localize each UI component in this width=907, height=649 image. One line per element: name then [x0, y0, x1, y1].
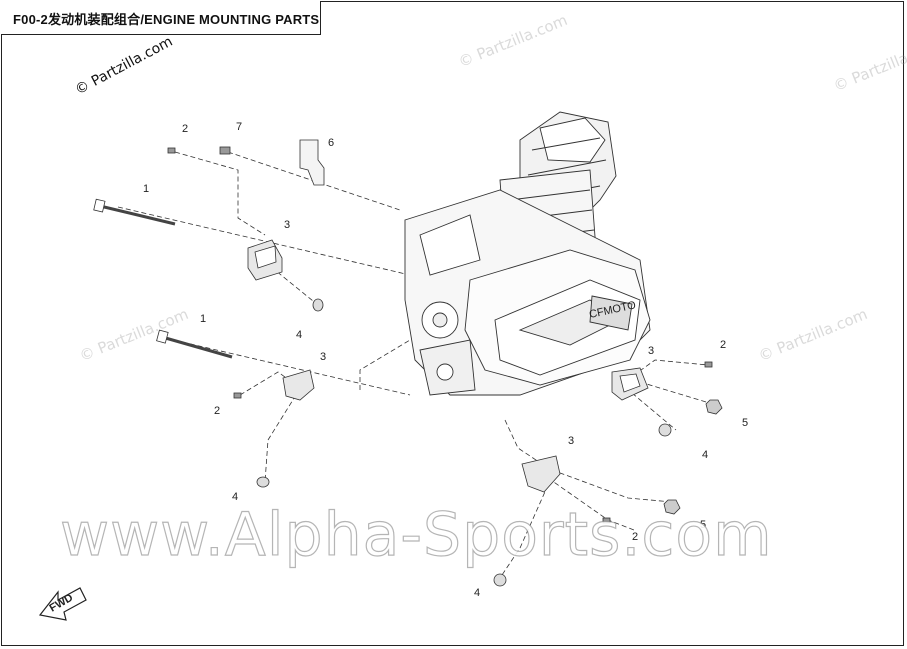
mount-3-right [611, 367, 649, 401]
callout-5-b: 5 [700, 519, 706, 531]
callout-4-a: 4 [296, 329, 302, 341]
mount-3-bottom [521, 455, 561, 493]
callout-4-b: 4 [232, 491, 238, 503]
nut-5-a [705, 399, 723, 415]
callout-2-d: 2 [632, 531, 638, 543]
fwd-arrow [38, 587, 87, 621]
diagram-title: F00-2发动机装配组合/ENGINE MOUNTING PARTS [13, 12, 320, 27]
callout-6: 6 [328, 137, 334, 149]
callout-4-c: 4 [702, 449, 708, 461]
mount-3-upper-left [247, 239, 283, 281]
washer-4-b [256, 476, 270, 488]
callout-4-d: 4 [474, 587, 480, 599]
washer-4-d [493, 573, 507, 587]
engine-assembly [404, 111, 651, 396]
watermark-alpha-sports: www.Alpha-Sports.com [59, 499, 773, 570]
bolt-1-middle [156, 329, 233, 359]
mount-3-left [282, 369, 315, 401]
screw-2-top [167, 147, 176, 154]
callout-2-c: 2 [720, 339, 726, 351]
screw-7 [219, 146, 231, 155]
callout-3-b: 3 [320, 351, 326, 363]
callout-7: 7 [236, 121, 242, 133]
bolt-1-top [93, 198, 176, 226]
washer-4-a [312, 298, 324, 312]
screw-2-right [704, 361, 713, 368]
screw-2-bottom [602, 517, 611, 524]
title-box: F00-2发动机装配组合/ENGINE MOUNTING PARTS [1, 1, 321, 35]
callout-3-d: 3 [568, 435, 574, 447]
callout-2-b: 2 [214, 405, 220, 417]
bracket-6 [299, 139, 325, 186]
callout-1-b: 1 [200, 313, 206, 325]
nut-5-b [663, 499, 681, 515]
screw-2-left [233, 392, 242, 399]
washer-4-c [658, 423, 672, 437]
callout-5-a: 5 [742, 417, 748, 429]
callout-3-a: 3 [284, 219, 290, 231]
callout-1-a: 1 [143, 183, 149, 195]
callout-3-c: 3 [648, 345, 654, 357]
callout-2-a: 2 [182, 123, 188, 135]
